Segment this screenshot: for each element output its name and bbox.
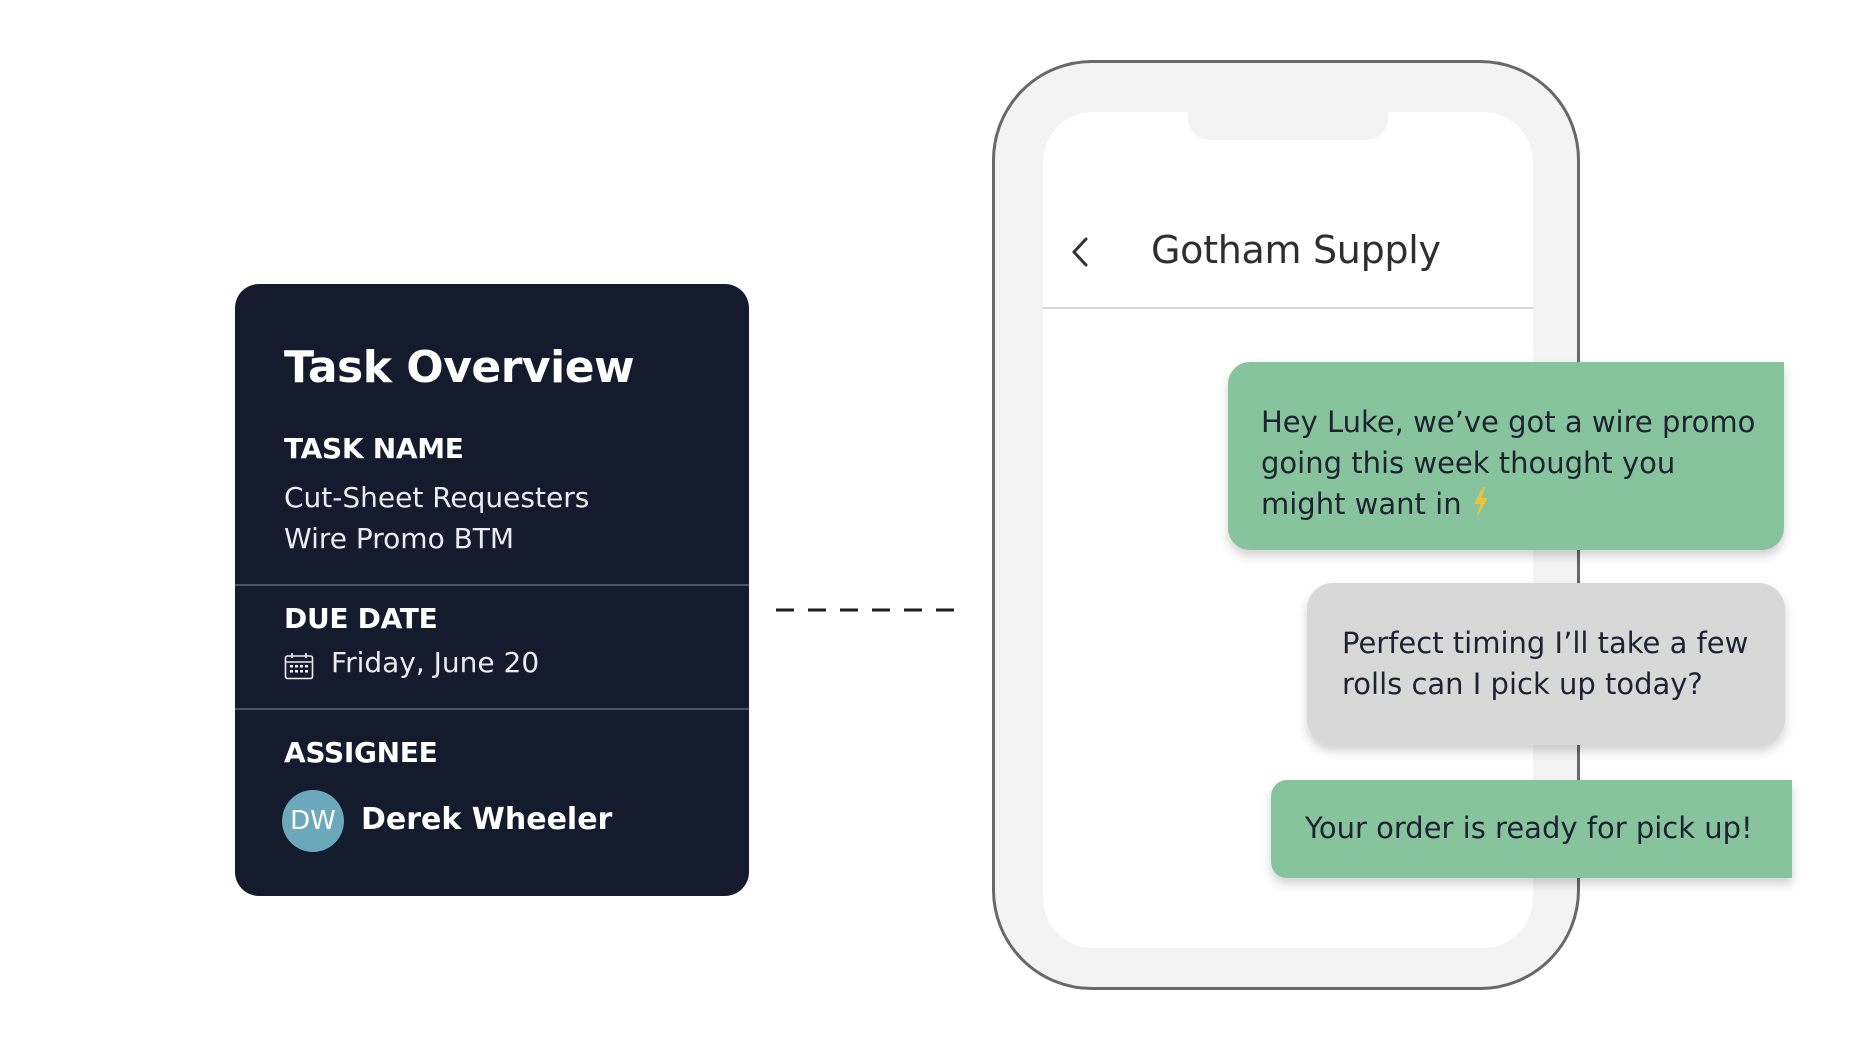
due-date-value: Friday, June 20 <box>331 646 540 679</box>
message-bubble-outgoing: Your order is ready for pick up! <box>1271 780 1792 878</box>
assignee-name: Derek Wheeler <box>361 802 613 837</box>
task-name-line-2: Wire Promo BTM <box>284 522 515 555</box>
task-overview-card: Task Overview TASK NAME Cut-Sheet Reques… <box>235 284 749 896</box>
due-date-label: DUE DATE <box>284 602 438 635</box>
message-text: Perfect timing I’ll take a few rolls can… <box>1342 626 1749 701</box>
message-text: Your order is ready for pick up! <box>1305 811 1753 845</box>
message-text: Hey Luke, we’ve got a wire promo going t… <box>1261 405 1756 521</box>
message-bubble-outgoing: Hey Luke, we’ve got a wire promo going t… <box>1228 362 1784 550</box>
task-name-label: TASK NAME <box>284 432 464 465</box>
phone-notch <box>1188 110 1388 140</box>
avatar: DW <box>282 790 344 852</box>
chevron-left-icon[interactable] <box>1068 236 1094 268</box>
calendar-icon <box>284 653 314 680</box>
divider <box>235 708 749 710</box>
divider <box>235 584 749 586</box>
assignee-label: ASSIGNEE <box>284 736 438 769</box>
header-divider <box>1043 307 1533 309</box>
task-name-line-1: Cut-Sheet Requesters <box>284 481 590 514</box>
card-title: Task Overview <box>284 342 635 393</box>
message-bubble-incoming: Perfect timing I’ll take a few rolls can… <box>1307 583 1785 745</box>
lightning-bolt-icon <box>1473 487 1488 517</box>
dashed-connector <box>776 608 966 612</box>
chat-title: Gotham Supply <box>1151 228 1441 272</box>
